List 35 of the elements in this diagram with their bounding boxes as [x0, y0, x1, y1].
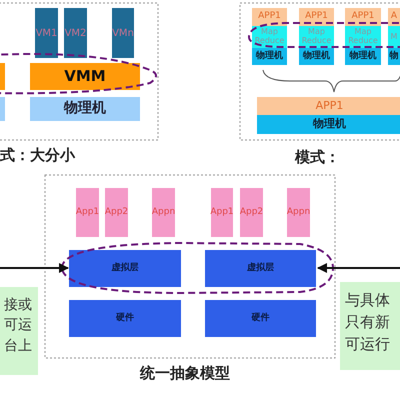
layer-box: 硬件 [205, 300, 316, 337]
layer-box: Map Reduce [345, 26, 381, 48]
layer-box: Map Reduce [299, 26, 334, 48]
vm-box: VM1 [35, 8, 58, 58]
vm-box: VMn [112, 8, 134, 58]
layer-bar: APP1 [257, 97, 400, 115]
layer-box: Map Reduce [252, 26, 287, 48]
note-box: 与具体只有新可运行 [340, 282, 400, 370]
caption: 式：大分小 [0, 146, 75, 165]
layer-box: 物理机 [299, 48, 334, 65]
layer-bar: 物理机 [257, 115, 400, 134]
app-box: Appn [152, 188, 175, 237]
app-box: App2 [240, 188, 263, 237]
layer-box: 物理机 [252, 48, 287, 65]
layer-box: M [388, 26, 400, 48]
note-box: 接或可运台上 [0, 287, 38, 375]
layer-box: 物理机 [345, 48, 381, 65]
vm-box: VM2 [64, 8, 87, 58]
app-box: Appn [287, 188, 310, 237]
app-box: App2 [105, 188, 128, 237]
arrow [317, 263, 400, 273]
app-box: App1 [76, 188, 99, 237]
app-box: A [388, 8, 400, 26]
layer-box: 硬件 [69, 300, 181, 337]
layer-box: 物 [388, 48, 400, 65]
caption: 统一抽象模型 [140, 364, 230, 383]
caption: 模式： [295, 148, 340, 167]
arrow [0, 263, 69, 273]
layer-bar: VMM [30, 63, 140, 90]
layer-box: 虚拟层 [69, 250, 181, 287]
app-box: APP1 [345, 8, 381, 26]
app-box: APP1 [252, 8, 287, 26]
layer-box: 虚拟层 [205, 250, 316, 287]
layer-bar: 物理机 [30, 97, 140, 121]
app-box: APP1 [299, 8, 334, 26]
